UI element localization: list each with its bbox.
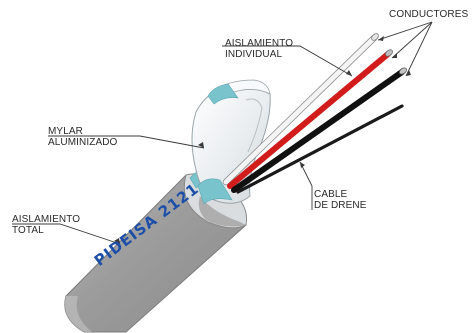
label-mylar-aluminizado-line1: MYLAR — [48, 126, 83, 137]
label-cable-de-drene-line1: CABLE — [314, 189, 348, 200]
mylar-foil-wrap — [191, 79, 271, 204]
label-aislamiento-total-line2: TOTAL — [12, 225, 44, 236]
jacket-front-lip — [198, 196, 246, 227]
label-aislamiento-individual-line2: INDIVIDUAL — [225, 49, 283, 60]
leader-mylar — [48, 135, 205, 149]
conductor-red — [227, 51, 391, 189]
label-aislamiento-total-line1: AISLAMIENTO — [12, 214, 81, 225]
conductors — [222, 33, 408, 194]
leader-aislamiento-total — [12, 223, 121, 245]
drain-wire — [236, 104, 404, 194]
label-conductores: CONDUCTORES — [389, 9, 469, 20]
label-cable-de-drene-line2: DE DRENE — [314, 200, 367, 211]
conductor-black — [231, 69, 405, 193]
leader-conductores-red — [391, 21, 433, 59]
leader-conductores-white — [377, 21, 433, 41]
label-mylar-aluminizado-line2: ALUMINIZADO — [48, 137, 118, 148]
leader-arrowheads — [114, 36, 411, 244]
foil-teal-fold-front — [197, 178, 233, 205]
label-aislamiento-individual-line1: AISLAMIENTO — [225, 38, 294, 49]
leader-aislamiento-individual — [222, 45, 353, 77]
leader-lines — [12, 21, 433, 245]
leader-conductores-black — [405, 21, 433, 77]
